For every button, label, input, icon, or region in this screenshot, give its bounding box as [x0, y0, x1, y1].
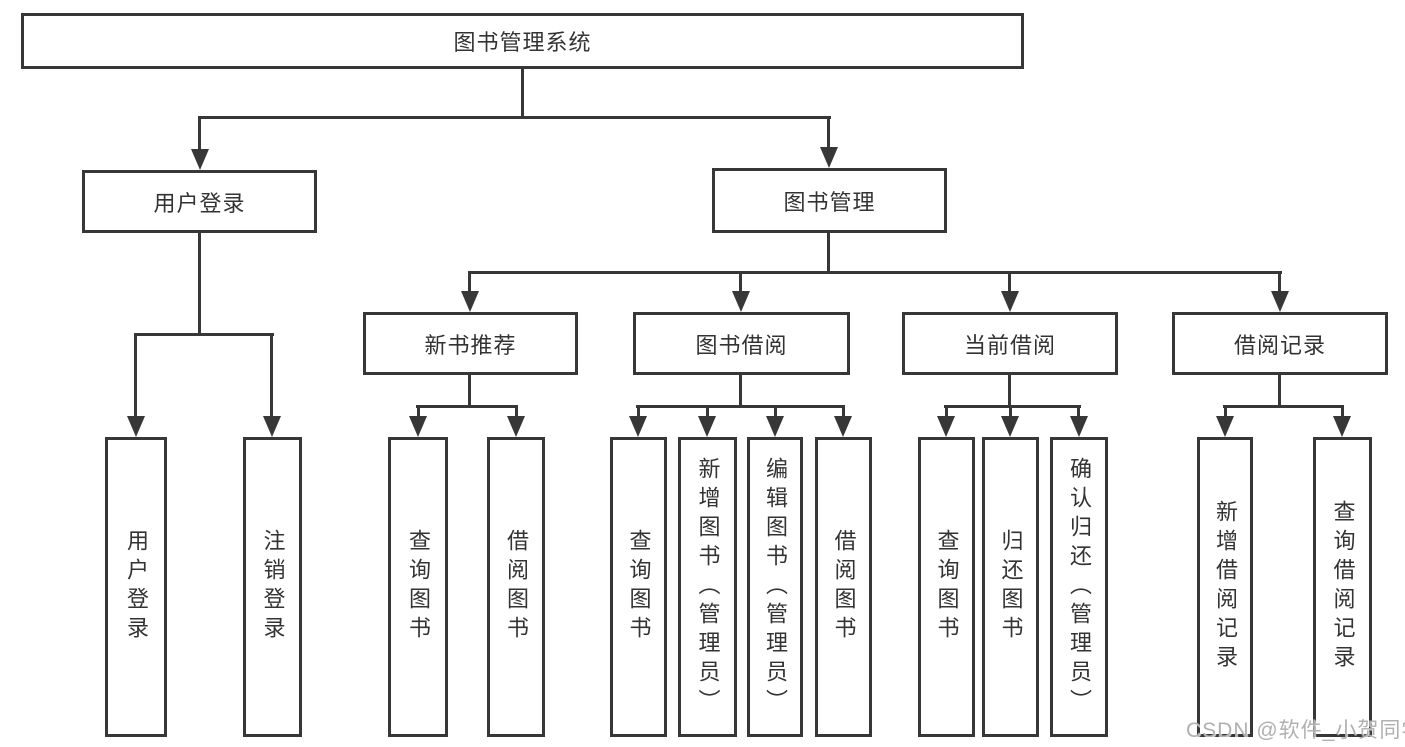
edge-line — [198, 116, 201, 152]
leaf-rec-query-book: 查询图书 — [388, 437, 448, 737]
leaf-current-return-book-label: 归还图书 — [998, 529, 1024, 645]
node-book-management: 图书管理 — [712, 168, 947, 233]
edge-line — [134, 333, 137, 417]
leaf-current-query-book-label: 查询图书 — [934, 529, 960, 645]
edge-line — [1341, 405, 1344, 419]
node-root-label: 图书管理系统 — [453, 30, 592, 55]
node-book-borrow: 图书借阅 — [633, 312, 850, 375]
leaf-rec-borrow-book-label: 借阅图书 — [504, 529, 529, 645]
edge-arrowhead — [127, 416, 145, 437]
leaf-record-query-record: 查询借阅记录 — [1313, 437, 1372, 737]
edge-arrowhead — [1333, 416, 1351, 437]
leaf-borrow-add-book: 新增图书（管理员） — [678, 437, 737, 737]
edge-line — [945, 405, 948, 419]
edge-arrowhead — [409, 416, 427, 437]
edge-line — [515, 405, 518, 419]
node-user-login-label: 用户登录 — [153, 190, 246, 216]
node-borrow-record: 借阅记录 — [1172, 312, 1388, 375]
edge-arrowhead — [263, 416, 281, 437]
leaf-user-login: 用户登录 — [105, 437, 167, 737]
node-new-book-recommend: 新书推荐 — [363, 312, 578, 375]
leaf-user-login-label: 用户登录 — [124, 529, 149, 645]
edge-line — [1224, 405, 1227, 419]
edge-line — [827, 116, 830, 150]
edge-line — [417, 405, 420, 419]
edge-line — [1008, 271, 1011, 294]
edge-arrowhead — [834, 416, 852, 437]
edge-line — [1077, 405, 1080, 419]
edge-line — [774, 405, 777, 419]
edge-arrowhead — [1271, 291, 1289, 312]
edge-line — [637, 405, 640, 419]
leaf-borrow-borrow-book-label: 借阅图书 — [831, 529, 857, 645]
edge-line — [198, 233, 201, 335]
leaf-current-confirm-return-label: 确认归还（管理员） — [1067, 456, 1092, 718]
edge-arrowhead — [461, 291, 479, 312]
edge-line — [134, 333, 274, 336]
leaf-borrow-edit-book-label: 编辑图书（管理员） — [763, 456, 788, 718]
edge-arrowhead — [1216, 416, 1234, 437]
leaf-rec-borrow-book: 借阅图书 — [487, 437, 545, 737]
edge-line — [270, 333, 273, 417]
edge-arrowhead — [1001, 291, 1019, 312]
edge-line — [198, 116, 831, 119]
edge-arrowhead — [766, 416, 784, 437]
edge-line — [944, 405, 1081, 408]
edge-arrowhead — [732, 291, 750, 312]
csdn-watermark: CSDN @软件_小贺同学 — [1186, 719, 1405, 742]
edge-line — [636, 405, 845, 408]
leaf-current-return-book: 归还图书 — [982, 437, 1039, 737]
edge-arrowhead — [820, 147, 838, 168]
leaf-record-query-record-label: 查询借阅记录 — [1330, 500, 1356, 674]
edge-arrowhead — [937, 416, 955, 437]
edge-line — [842, 405, 845, 419]
node-book-management-label: 图书管理 — [783, 189, 876, 215]
leaf-record-add-record-label: 新增借阅记录 — [1213, 500, 1238, 674]
node-book-borrow-label: 图书借阅 — [695, 332, 788, 358]
edge-line — [416, 405, 518, 408]
leaf-logout: 注销登录 — [243, 437, 302, 737]
node-user-login: 用户登录 — [82, 170, 317, 233]
leaf-record-add-record: 新增借阅记录 — [1197, 437, 1253, 737]
edge-line — [468, 375, 471, 408]
edge-line — [706, 405, 709, 419]
leaf-borrow-query-book-label: 查询图书 — [626, 529, 652, 645]
edge-line — [1008, 375, 1011, 408]
node-root: 图书管理系统 — [21, 13, 1024, 69]
edge-arrowhead — [1070, 416, 1088, 437]
leaf-borrow-edit-book: 编辑图书（管理员） — [747, 437, 803, 737]
leaf-borrow-borrow-book: 借阅图书 — [815, 437, 872, 737]
edge-line — [827, 233, 830, 274]
node-new-book-recommend-label: 新书推荐 — [424, 332, 517, 358]
leaf-rec-query-book-label: 查询图书 — [406, 529, 431, 645]
edge-line — [1278, 375, 1281, 408]
leaf-borrow-add-book-label: 新增图书（管理员） — [695, 456, 721, 718]
edge-arrowhead — [629, 416, 647, 437]
edge-line — [1223, 405, 1344, 408]
leaf-current-confirm-return: 确认归还（管理员） — [1050, 437, 1108, 737]
edge-line — [739, 375, 742, 408]
edge-line — [1009, 405, 1012, 419]
edge-line — [521, 69, 524, 118]
node-current-borrow: 当前借阅 — [902, 312, 1118, 375]
edge-line — [468, 271, 471, 294]
edge-arrowhead — [191, 149, 209, 170]
edge-arrowhead — [507, 416, 525, 437]
edge-line — [739, 271, 742, 294]
edge-arrowhead — [698, 416, 716, 437]
leaf-current-query-book: 查询图书 — [918, 437, 975, 737]
node-current-borrow-label: 当前借阅 — [963, 332, 1056, 358]
edge-arrowhead — [1001, 416, 1019, 437]
edge-line — [468, 271, 1282, 274]
leaf-logout-label: 注销登录 — [260, 529, 286, 645]
node-borrow-record-label: 借阅记录 — [1233, 332, 1326, 358]
edge-line — [1278, 271, 1281, 294]
leaf-borrow-query-book: 查询图书 — [610, 437, 667, 737]
